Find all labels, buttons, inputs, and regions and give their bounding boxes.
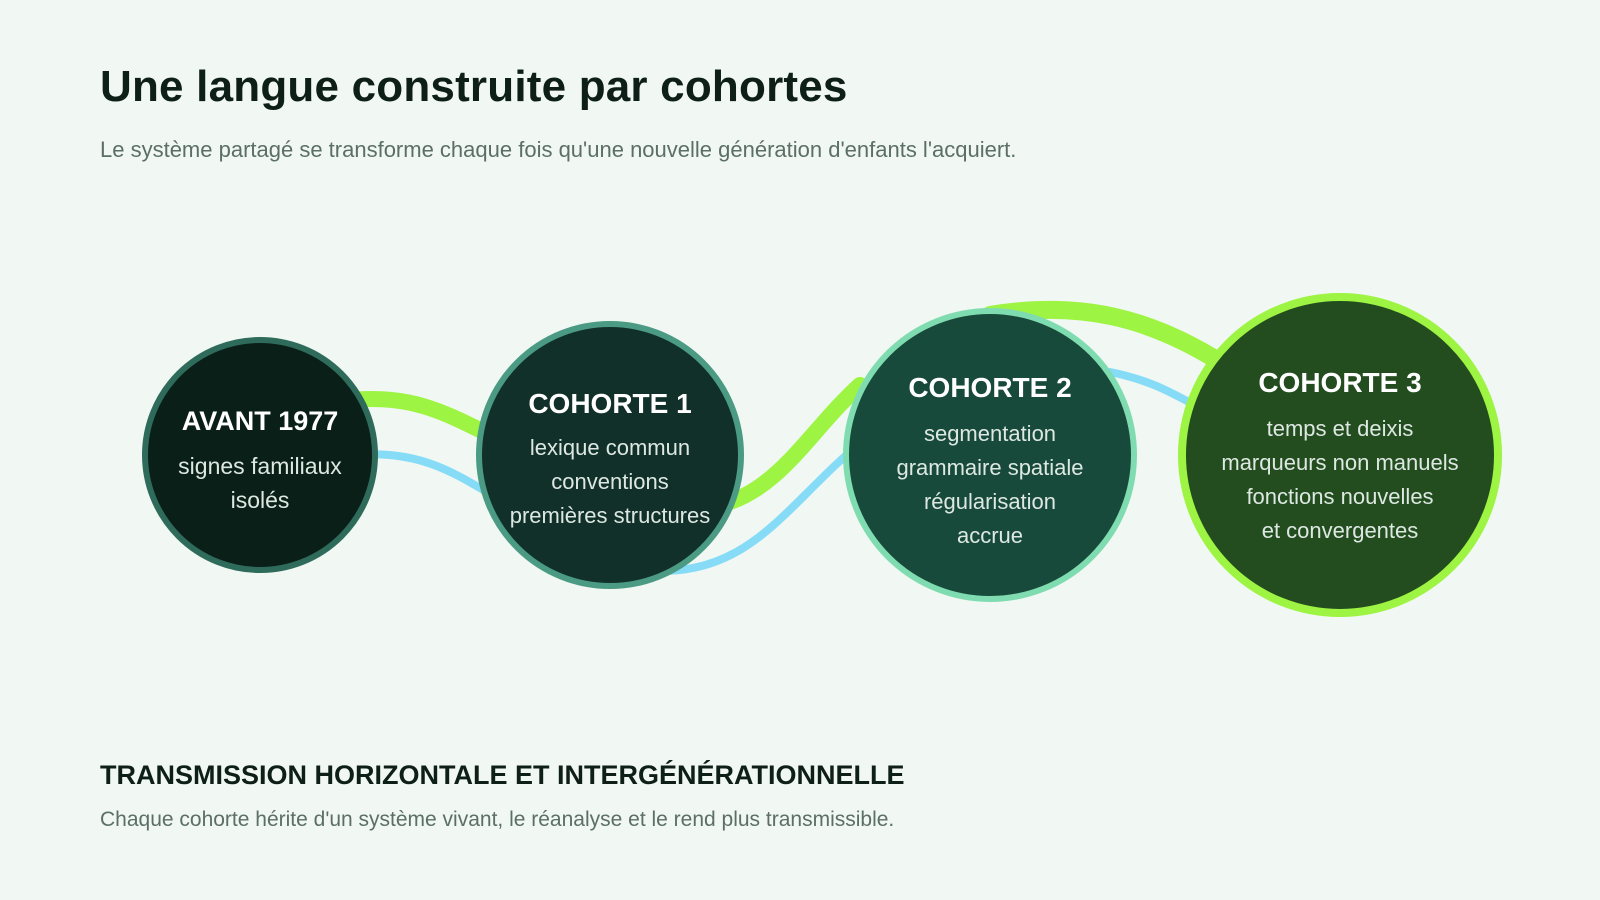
node-circle (1178, 293, 1502, 617)
node-line: marqueurs non manuels (1221, 450, 1458, 475)
cohort-node-cohorte-1: COHORTE 1 lexique commun conventions pre… (476, 321, 744, 589)
node-circle (843, 308, 1137, 602)
node-title: COHORTE 2 (908, 372, 1071, 403)
node-line: segmentation (924, 421, 1056, 446)
node-title: AVANT 1977 (182, 406, 339, 436)
green-flow-0-1 (342, 391, 498, 443)
node-circle (142, 337, 378, 573)
node-line: conventions (551, 469, 668, 494)
node-title: COHORTE 3 (1258, 367, 1421, 398)
page-subtitle: Le système partagé se transforme chaque … (100, 137, 1017, 162)
footer-text: Chaque cohorte hérite d'un système vivan… (100, 808, 895, 831)
cohort-node-avant-1977: AVANT 1977 signes familiaux isolés (142, 337, 378, 573)
node-line: premières structures (510, 503, 711, 528)
node-line: temps et deixis (1267, 416, 1414, 441)
node-line: grammaire spatiale (896, 455, 1083, 480)
page-title: Une langue construite par cohortes (100, 62, 848, 111)
node-line: régularisation (924, 489, 1056, 514)
node-line: accrue (957, 523, 1023, 548)
node-title: COHORTE 1 (528, 388, 691, 419)
cohort-node-cohorte-2: COHORTE 2 segmentation grammaire spatial… (843, 308, 1137, 602)
node-circle (476, 321, 744, 589)
node-line: isolés (231, 487, 290, 513)
green-flow-2-3 (981, 300, 1229, 371)
green-flow-1-2 (712, 377, 868, 513)
footer-heading: TRANSMISSION HORIZONTALE ET INTERGÉNÉRAT… (100, 760, 905, 790)
node-line: lexique commun (530, 435, 690, 460)
node-line: signes familiaux (178, 453, 342, 479)
cohort-node-cohorte-3: COHORTE 3 temps et deixis marqueurs non … (1178, 293, 1502, 617)
node-line: fonctions nouvelles (1246, 484, 1433, 509)
node-line: et convergentes (1262, 518, 1419, 543)
